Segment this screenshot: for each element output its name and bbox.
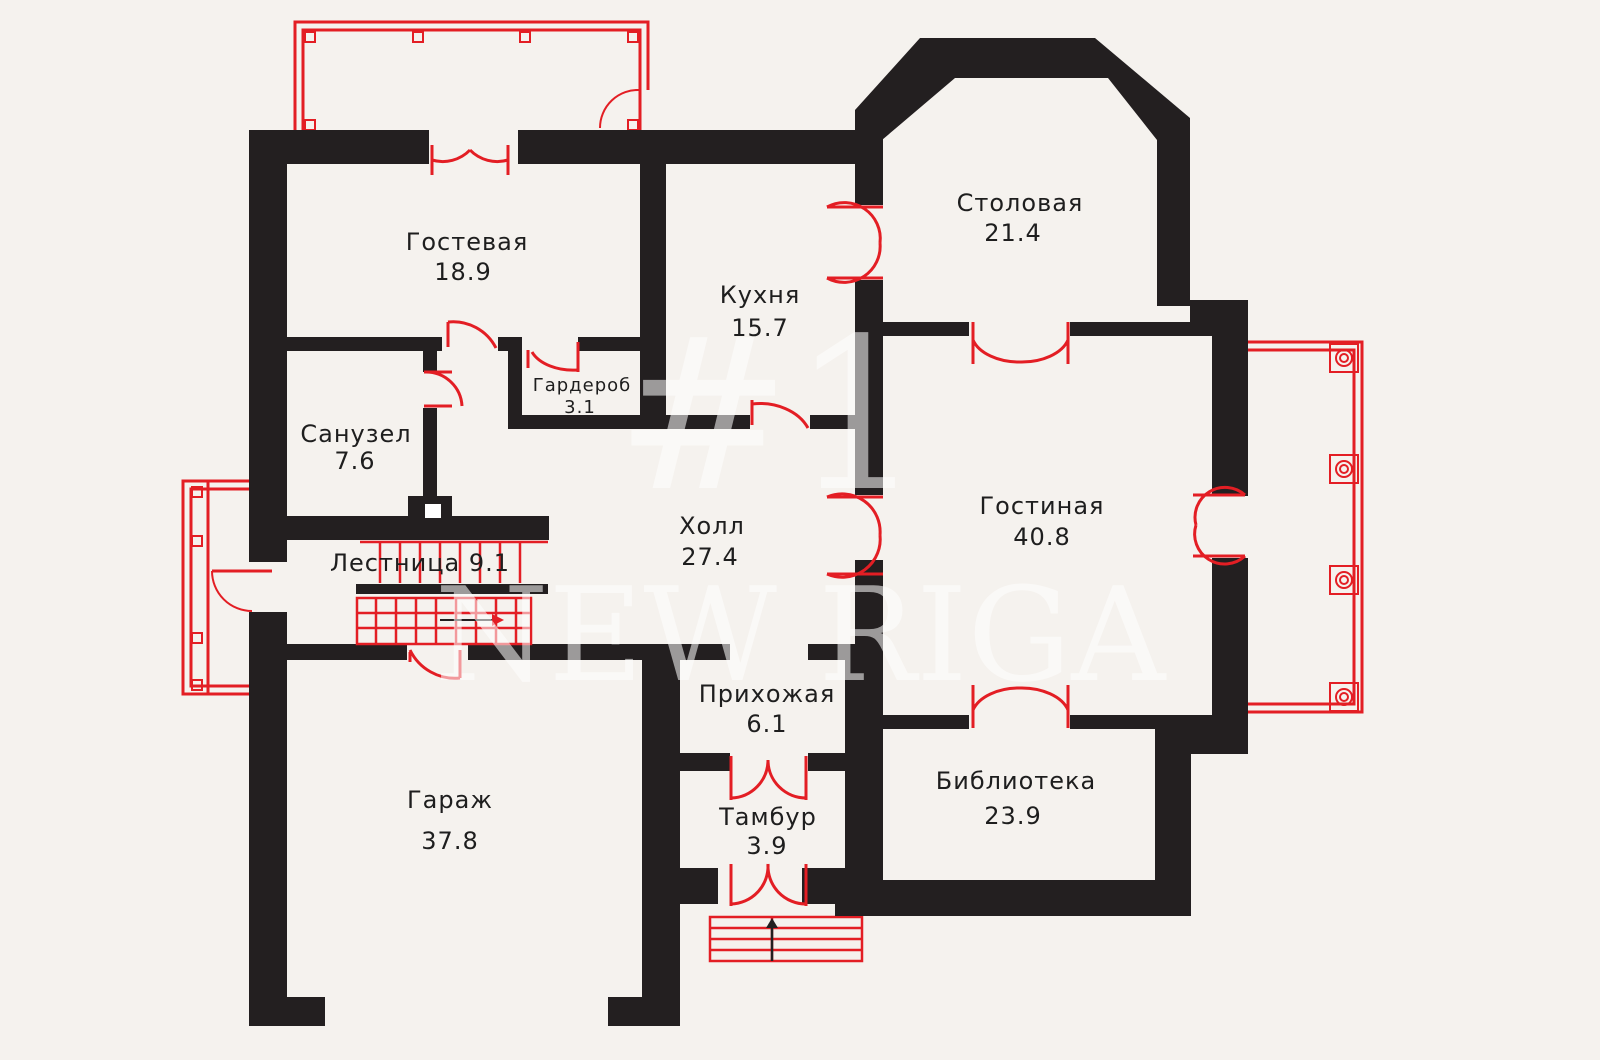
room-area: 40.8 bbox=[1013, 523, 1070, 551]
room-area: 21.4 bbox=[984, 219, 1041, 247]
room-name: Прихожая bbox=[699, 680, 836, 708]
room-name: Гараж bbox=[407, 786, 493, 814]
watermark: #1 NEW RIGA bbox=[435, 293, 1168, 711]
room-area: 27.4 bbox=[681, 543, 738, 571]
room-tambur: Тамбур 3.9 bbox=[718, 803, 817, 860]
watermark-line1: #1 bbox=[615, 293, 925, 538]
room-name: Гостиная bbox=[980, 492, 1105, 520]
watermark-line2: NEW RIGA bbox=[435, 559, 1168, 711]
walls bbox=[249, 38, 1248, 1026]
room-biblioteka: Библиотека 23.9 bbox=[936, 767, 1096, 830]
room-area: 23.9 bbox=[984, 802, 1041, 830]
stairs bbox=[355, 540, 548, 646]
room-name: Столовая bbox=[957, 189, 1084, 217]
chimney bbox=[425, 504, 441, 518]
room-kholl: Холл 27.4 bbox=[679, 512, 745, 571]
room-name: Библиотека bbox=[936, 767, 1096, 795]
room-area: 3.9 bbox=[746, 832, 787, 860]
room-area: 7.6 bbox=[334, 447, 375, 475]
room-prikhozhaya: Прихожая 6.1 bbox=[699, 680, 836, 738]
room-name: Гардероб bbox=[533, 375, 632, 396]
room-area: 15.7 bbox=[731, 314, 788, 342]
porch-left bbox=[181, 479, 272, 696]
doors bbox=[408, 145, 1247, 906]
room-labels: Гостевая 18.9 Столовая 21.4 Кухня 15.7 Г… bbox=[300, 189, 1105, 860]
entrance-steps bbox=[708, 915, 864, 963]
terrace-top bbox=[293, 20, 650, 132]
room-area: 37.8 bbox=[421, 827, 478, 855]
terrace-right bbox=[1248, 340, 1364, 714]
room-area: 6.1 bbox=[746, 710, 787, 738]
room-stolovaya: Столовая 21.4 bbox=[957, 189, 1084, 247]
room-area: 18.9 bbox=[434, 258, 491, 286]
room-gostevaya: Гостевая 18.9 bbox=[406, 228, 529, 286]
room-name: Гостевая bbox=[406, 228, 529, 256]
room-area: 3.1 bbox=[564, 397, 596, 418]
room-name: Холл bbox=[679, 512, 745, 540]
room-name: Тамбур bbox=[718, 803, 817, 831]
room-sanuzel: Санузел 7.6 bbox=[300, 420, 411, 475]
room-kukhnya: Кухня 15.7 bbox=[720, 281, 801, 342]
room-name: Кухня bbox=[720, 281, 801, 309]
room-garazh: Гараж 37.8 bbox=[407, 786, 493, 855]
room-gostinaya: Гостиная 40.8 bbox=[980, 492, 1105, 551]
room-garderob: Гардероб 3.1 bbox=[533, 375, 632, 418]
room-name: Санузел bbox=[300, 420, 411, 448]
room-name: Лестница 9.1 bbox=[330, 549, 510, 577]
room-lestnitsa: Лестница 9.1 bbox=[330, 549, 510, 577]
stair-divider bbox=[356, 584, 548, 594]
